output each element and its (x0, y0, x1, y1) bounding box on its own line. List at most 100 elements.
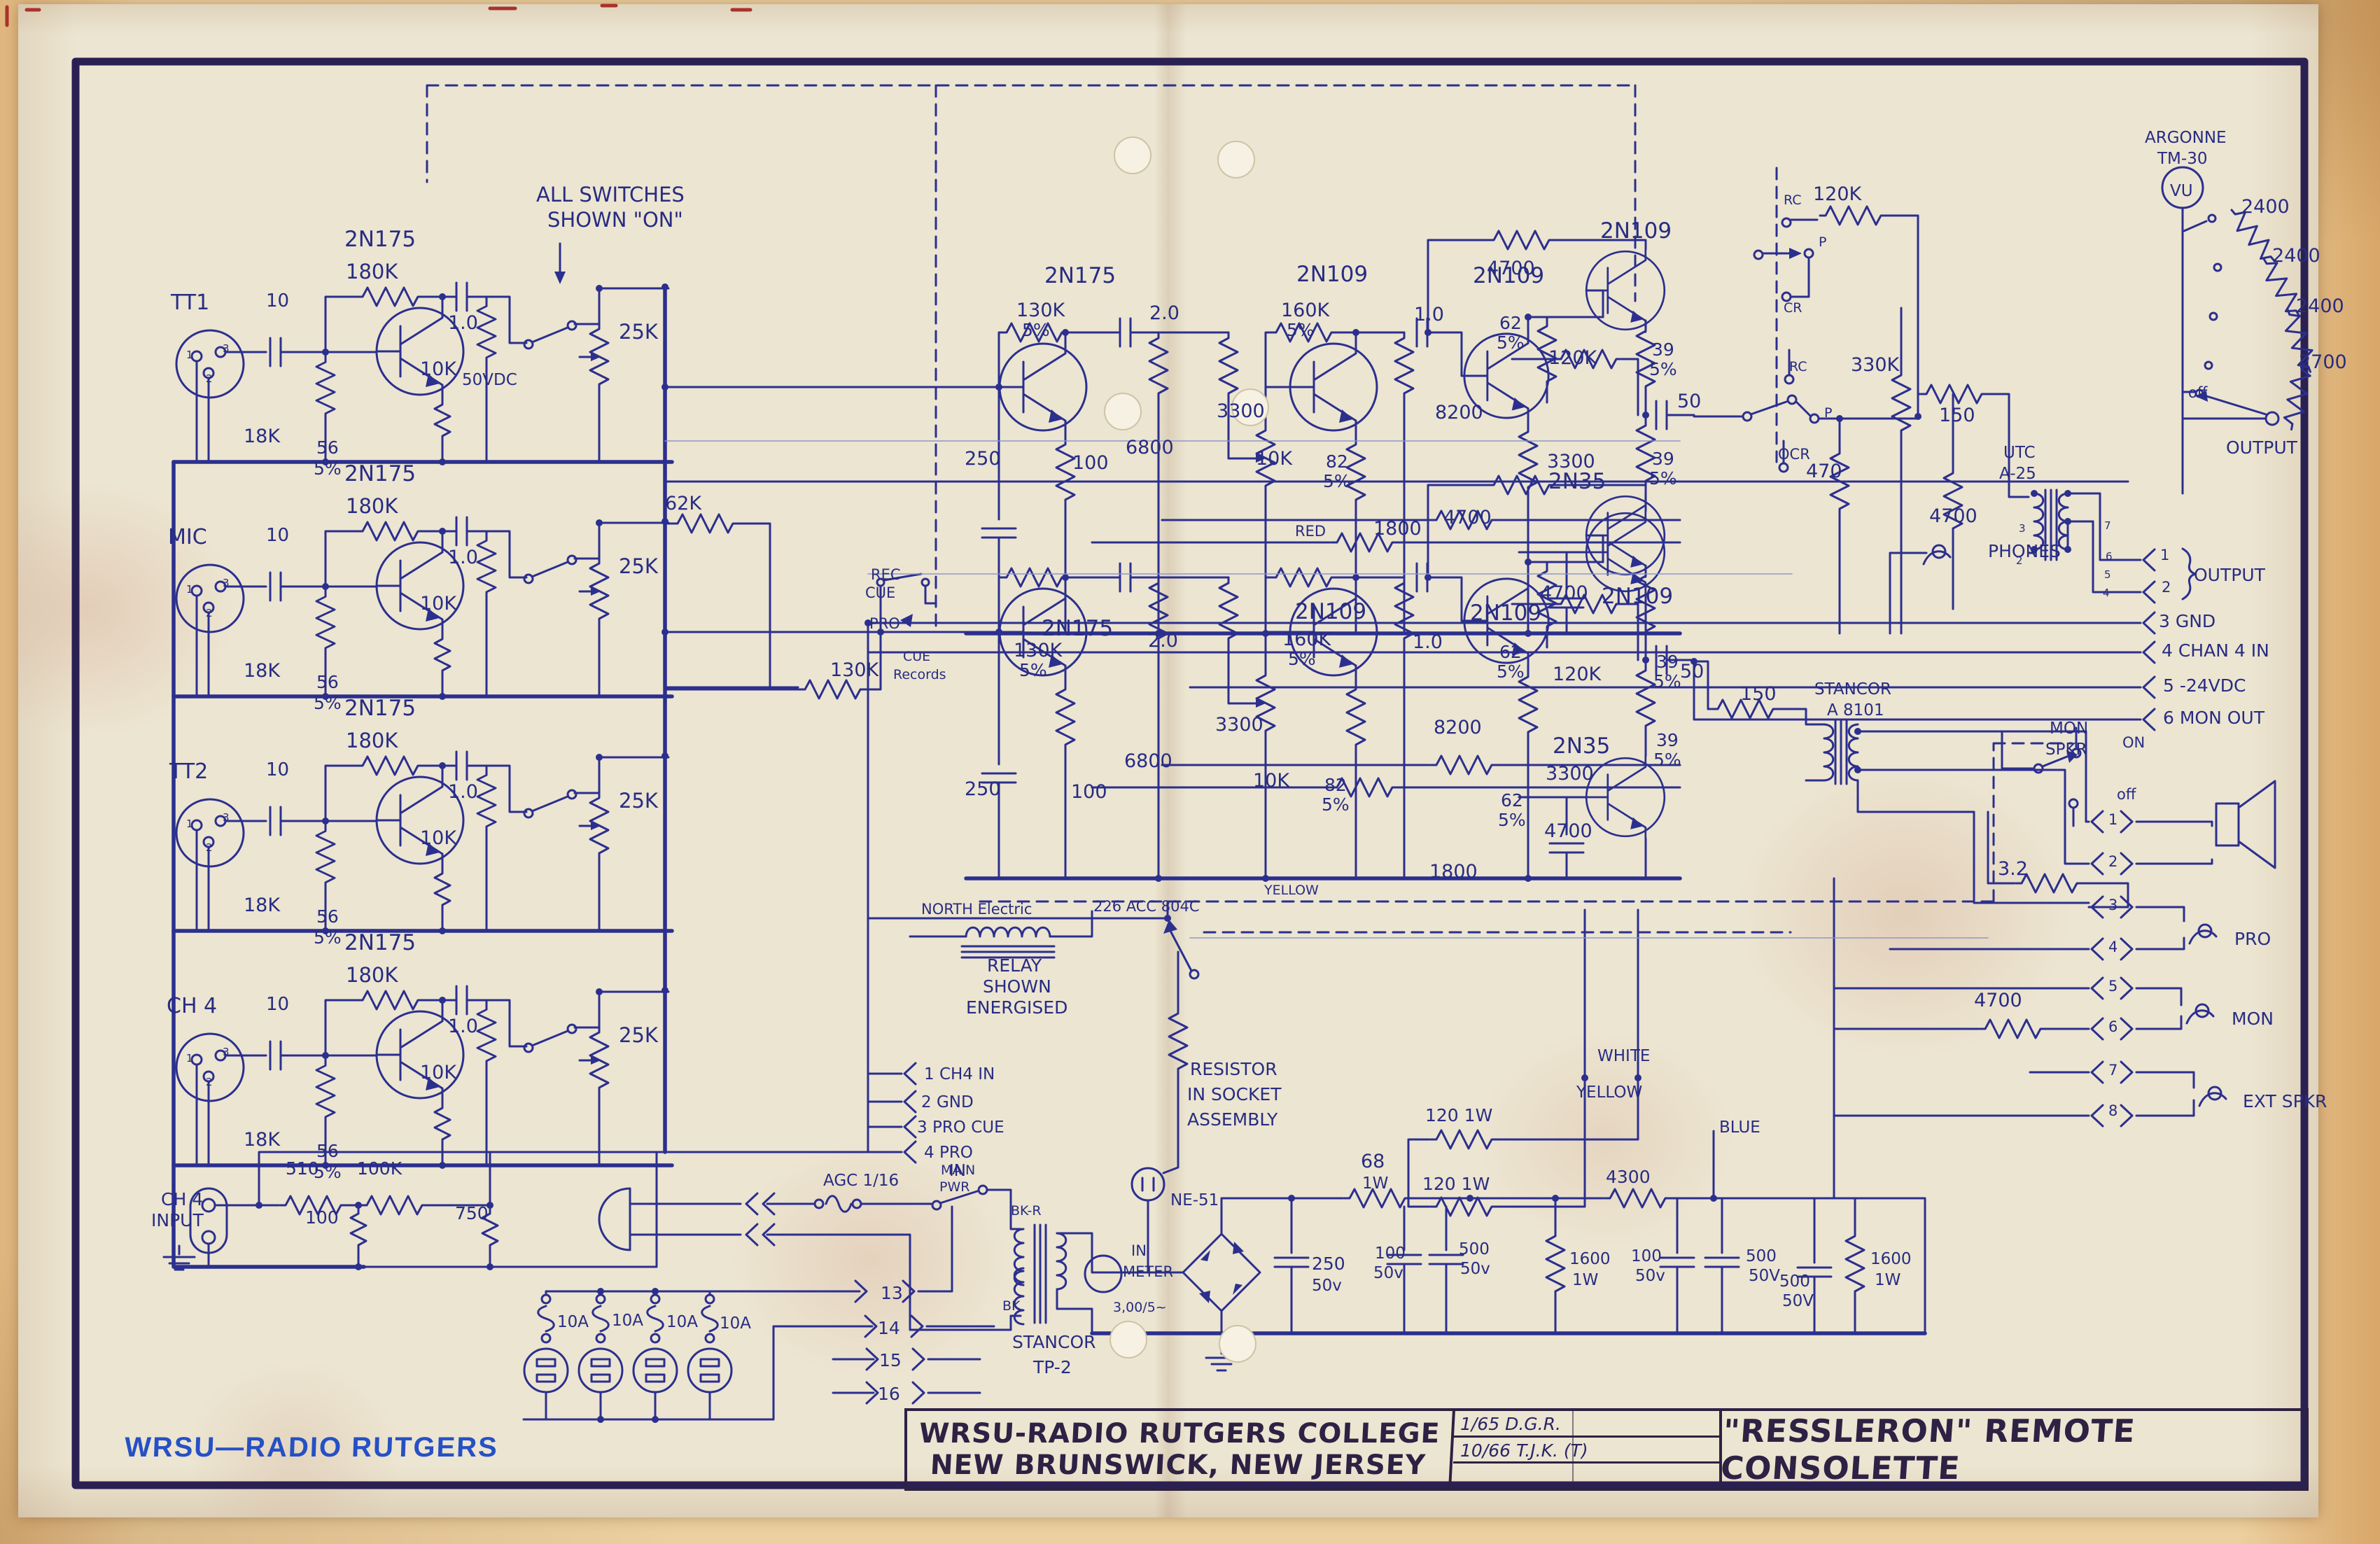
schematic-label: YELLOW (1576, 1083, 1642, 1102)
schematic-label: 130K (1014, 640, 1063, 661)
revision-entry: 1/65 D.G.R. (1453, 1411, 1719, 1438)
schematic-label: 6 (2108, 1018, 2118, 1035)
schematic-label: 18K (244, 894, 281, 916)
speaker-icon (2215, 780, 2276, 869)
revision-entry-empty (1453, 1464, 1719, 1488)
schematic-label: 2N175 (1044, 263, 1116, 288)
schematic-label: 10 (266, 759, 289, 780)
revision-entry: 10/66 T.J.K. (T) (1453, 1438, 1719, 1464)
schematic-label: TT2 (169, 759, 208, 784)
schematic-label: 10K (420, 1062, 457, 1083)
schematic-label: METER (1123, 1263, 1173, 1280)
schematic-label: 4 PRO (924, 1144, 973, 1162)
schematic-label: 4 CHAN 4 IN (2162, 640, 2269, 661)
schematic-label: 2 GND (921, 1093, 974, 1111)
schematic-label: 10 (266, 525, 289, 546)
schematic-label: 2 (206, 372, 213, 385)
title-block-organization: WRSU-RADIO RUTGERS COLLEGE NEW BRUNSWICK… (905, 1411, 1455, 1488)
schematic-label: 150 (1939, 405, 1975, 426)
schematic-label: 3 PRO CUE (917, 1118, 1004, 1137)
schematic-label: 3300 (1217, 400, 1265, 422)
schematic-label: MIC (168, 525, 207, 549)
schematic-label: 2N109 (1296, 262, 1368, 287)
schematic-label: ALL SWITCHES (536, 183, 685, 206)
schematic-label: 180K (346, 963, 398, 987)
schematic-label: 2N175 (344, 227, 416, 252)
schematic-label: ON (2122, 734, 2145, 751)
station-stamp: WRSU—RADIO RUTGERS (124, 1432, 499, 1463)
schematic-label: 10K (420, 827, 457, 849)
schematic-label: 1.0 (448, 781, 478, 803)
schematic-label: 1.0 (1413, 631, 1443, 653)
schematic-label: 5% (1019, 660, 1047, 680)
schematic-label: 500 (1746, 1247, 1777, 1265)
ac-plug-icon (598, 1187, 652, 1251)
schematic-label: 18K (244, 426, 281, 447)
schematic-label: 470 (1806, 461, 1842, 482)
schematic-label: 5% (1022, 320, 1050, 340)
schematic-label: 56 (316, 437, 339, 458)
schematic-label: 10A (557, 1313, 589, 1331)
schematic-label: 50v (1312, 1277, 1342, 1295)
schematic-label: 1600 (1870, 1250, 1912, 1268)
schematic-label: off (2188, 384, 2208, 401)
schematic-label: 3 (223, 1046, 230, 1058)
schematic-label: TM-30 (2157, 150, 2207, 168)
schematic-label: 82 (1326, 451, 1348, 472)
schematic-label: PRO (869, 615, 900, 632)
module-boundary-dashed (426, 84, 2073, 934)
title-block: WRSU-RADIO RUTGERS COLLEGE NEW BRUNSWICK… (904, 1408, 2309, 1491)
schematic-label: CUE (865, 584, 895, 601)
schematic-label: Records (893, 667, 946, 682)
schematic-label: 6800 (1126, 437, 1174, 458)
schematic-label: 4700 (1487, 258, 1535, 279)
schematic-label: STANCOR (1814, 680, 1891, 699)
schematic-label: 120K (1553, 664, 1602, 685)
binder-hole (1110, 1321, 1147, 1359)
relay (867, 900, 1200, 980)
schematic-label: 10A (720, 1314, 751, 1333)
schematic-label: 2N109 (1600, 218, 1672, 244)
schematic-label: 1W (1572, 1271, 1598, 1289)
schematic-label: 250 (1312, 1254, 1345, 1274)
binder-hole (1219, 1325, 1256, 1363)
schematic-label: 120K (1548, 347, 1598, 369)
program-output-transformer (1917, 384, 2101, 610)
schematic-label: PHONES (1988, 541, 2061, 561)
schematic-label: 5% (1653, 750, 1681, 770)
schematic-label: 3 (223, 811, 230, 824)
schematic-label: 3.2 (1998, 858, 2028, 880)
schematic-label: 18K (244, 660, 281, 682)
schematic-label: 4 (2108, 939, 2118, 955)
schematic-label: 1 (186, 1052, 193, 1065)
schematic-label: SHOWN (983, 976, 1051, 997)
schematic-label: 1 (186, 817, 193, 830)
schematic-label: 5% (1288, 649, 1316, 669)
schematic-label: 1 (2108, 811, 2118, 828)
power-supply (598, 908, 1927, 1372)
schematic-label: 50 (1677, 391, 1701, 412)
schematic-label: 100 (1072, 452, 1109, 474)
schematic-label: 50VDC (462, 371, 517, 389)
schematic-label: 2N109 (1602, 584, 1673, 609)
schematic-label: 1800 (1429, 861, 1478, 883)
schematic-label: NE-51 (1170, 1191, 1219, 1209)
schematic-label: 39 (1656, 652, 1679, 672)
schematic-label: 3300 (1546, 763, 1594, 785)
schematic-label: 5% (1649, 468, 1677, 489)
schematic-label: 2400 (2296, 295, 2344, 317)
schematic-label: 100K (357, 1158, 402, 1179)
schematic-label: BK-R (1011, 1203, 1042, 1219)
drawing-title: "RESSLERON" REMOTE CONSOLETTE (1719, 1412, 2137, 1487)
schematic-label: 2N175 (1042, 616, 1113, 641)
schematic-label: UTC (2003, 444, 2036, 462)
schematic-label: 5% (314, 458, 342, 479)
schematic-label: 3,00/5~ (1113, 1300, 1167, 1315)
schematic-label: 2400 (2241, 196, 2290, 218)
schematic-label: 6 MON OUT (2163, 708, 2265, 728)
schematic-label: 10 (266, 290, 289, 311)
fuse-strip (522, 1205, 995, 1423)
schematic-label: 1.0 (1414, 304, 1444, 325)
schematic-label: 3 (2019, 522, 2026, 535)
schematic-label: 330K (1851, 354, 1900, 376)
